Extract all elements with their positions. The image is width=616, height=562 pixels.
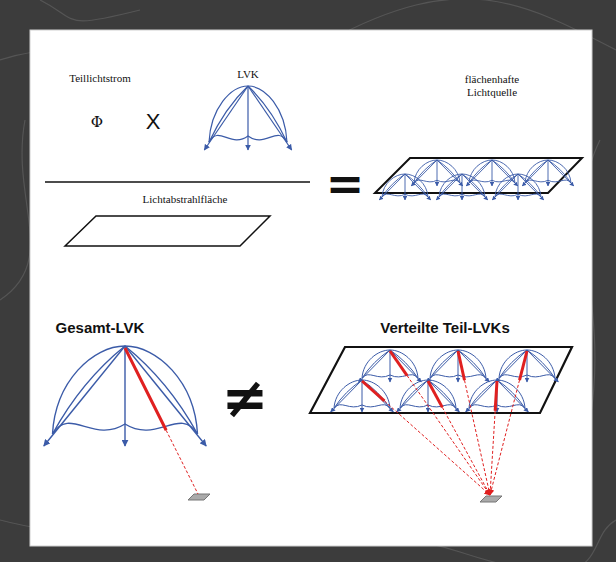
lvk-curve bbox=[496, 350, 559, 382]
distributed-source bbox=[310, 347, 572, 413]
dashed-ray bbox=[166, 430, 198, 494]
lvk-curves bbox=[44, 86, 574, 446]
red-ray bbox=[458, 351, 465, 380]
partial-flux-label: Teillichtstrom bbox=[69, 72, 131, 85]
dashed-ray bbox=[407, 376, 490, 495]
lvk-curve bbox=[436, 174, 488, 200]
equals-sign: = bbox=[326, 158, 365, 211]
distributed-lvk-title: Verteilte Teil-LVKs bbox=[380, 319, 510, 336]
lvk-curve bbox=[331, 380, 394, 412]
white-panel bbox=[30, 30, 592, 546]
total-lvk-title: Gesamt-LVK bbox=[56, 319, 145, 336]
red-ray bbox=[495, 381, 497, 411]
lvk-label: LVK bbox=[237, 68, 259, 81]
flux-symbol: Φ bbox=[91, 114, 103, 131]
fraction-line bbox=[45, 181, 310, 183]
lvk-curve bbox=[411, 160, 463, 186]
lvk-curve bbox=[492, 174, 544, 200]
red-ray bbox=[428, 381, 442, 407]
red-rays bbox=[125, 348, 527, 495]
emission-surface bbox=[65, 216, 270, 246]
target-patch bbox=[188, 494, 210, 500]
dashed-ray bbox=[490, 411, 495, 495]
lvk-curve bbox=[204, 86, 291, 150]
red-ray bbox=[362, 381, 384, 401]
lvk-curve bbox=[522, 160, 574, 186]
dashed-ray bbox=[490, 380, 520, 495]
lvk-curve bbox=[427, 350, 490, 382]
area-source-label: flächenhafte Lichtquelle bbox=[452, 73, 532, 98]
target-patch bbox=[480, 496, 502, 502]
red-ray bbox=[390, 351, 407, 376]
red-ray bbox=[520, 351, 527, 380]
lvk-curve bbox=[379, 174, 431, 200]
lvk-curve bbox=[44, 346, 206, 446]
not-equal-sign: ≠ bbox=[222, 366, 269, 430]
lvk-curve bbox=[466, 380, 529, 412]
surface-label: Lichtabstrahlfläche bbox=[143, 193, 228, 206]
multiply-sign: X bbox=[146, 109, 161, 134]
red-ray bbox=[125, 348, 166, 430]
dashed-ray bbox=[384, 401, 490, 495]
lvk-curve bbox=[359, 350, 422, 382]
dashed-ray bbox=[465, 380, 490, 495]
lvk-curve bbox=[397, 380, 460, 412]
dashed-ray bbox=[442, 407, 490, 495]
